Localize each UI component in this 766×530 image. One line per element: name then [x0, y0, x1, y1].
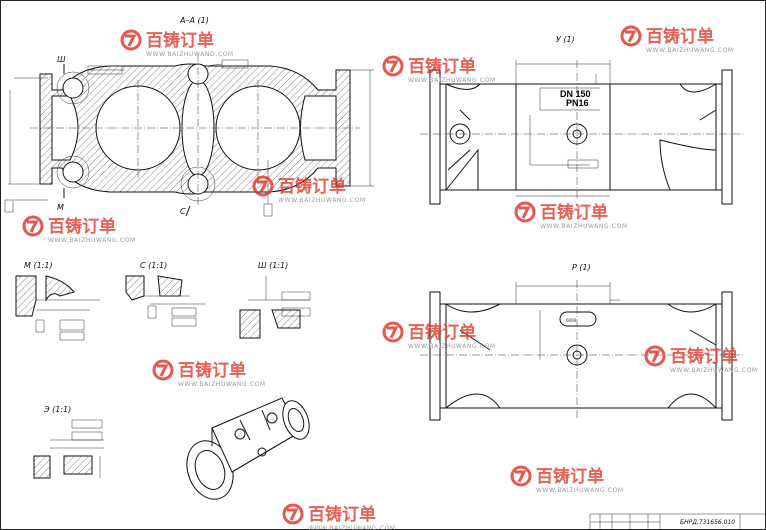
detail-s: С (1:1) — [125, 261, 206, 327]
svg-text:WWW.BAIZHUWANG.COM: WWW.BAIZHUWANG.COM — [408, 343, 496, 350]
svg-text:百铸订单: 百铸订单 — [646, 26, 714, 47]
watermark-7: 百铸订单 WWW.BAIZHUWANG.COM — [382, 321, 496, 350]
u-left-flange — [429, 69, 441, 205]
detail-e-title: Э (1:1) — [43, 405, 71, 414]
view-u: У (1) DN 150 PN16 — [420, 35, 745, 205]
watermark-5: 百铸订单 WWW.BAIZHUWANG.COM — [22, 215, 136, 244]
view-u-title: У (1) — [556, 35, 575, 44]
detail-ring-sh — [56, 71, 90, 105]
svg-text:百铸订单: 百铸订单 — [536, 466, 604, 487]
svg-text:WWW.BAIZHUWANG.COM: WWW.BAIZHUWANG.COM — [536, 487, 624, 494]
section-aa-view: A–A (1) — [4, 16, 374, 217]
detail-ring-m — [56, 155, 90, 189]
r-marking-pad — [559, 311, 597, 327]
svg-text:百铸订单: 百铸订单 — [540, 202, 608, 223]
detail-m-title: М (1:1) — [24, 261, 53, 270]
svg-text:WWW.BAIZHUWANG.COM: WWW.BAIZHUWANG.COM — [670, 367, 758, 374]
svg-text:百铸订单: 百铸订单 — [308, 504, 376, 525]
svg-text:百铸订单: 百铸订单 — [278, 176, 346, 197]
view-r-title: Р (1) — [572, 263, 591, 272]
watermark-3: 百铸订单 WWW.BAIZHUWANG.COM — [382, 55, 496, 84]
svg-text:WWW.BAIZHUWANG.COM: WWW.BAIZHUWANG.COM — [178, 381, 266, 388]
bore-top-left — [62, 77, 84, 99]
watermark-6: 百铸订单 WWW.BAIZHUWANG.COM — [514, 201, 628, 230]
isometric-view — [186, 397, 310, 500]
section-aa-title: A–A (1) — [179, 16, 209, 25]
detail-s-title: С (1:1) — [140, 261, 167, 270]
svg-text:WWW.BAIZHUWANG.COM: WWW.BAIZHUWANG.COM — [646, 47, 734, 54]
left-bore — [51, 95, 79, 161]
watermark-4: 百铸订单 WWW.BAIZHUWANG.COM — [252, 175, 366, 204]
title-block: БНРД.731656.010 — [589, 513, 766, 530]
watermark-11: 百铸订单 WWW.BAIZHUWANG.COM — [282, 503, 396, 530]
watermark-9: 百铸订单 WWW.BAIZHUWANG.COM — [644, 345, 758, 374]
svg-text:百铸订单: 百铸订单 — [670, 346, 738, 367]
watermark-1: 百铸订单 WWW.BAIZHUWANG.COM — [120, 29, 234, 58]
nameplate-dn: DN 150 — [560, 89, 591, 99]
callout-sh: Ш — [57, 55, 66, 64]
callout-s: С — [180, 207, 186, 216]
svg-text:WWW.BAIZHUWANG.COM: WWW.BAIZHUWANG.COM — [278, 197, 366, 204]
svg-text:百铸订单: 百铸订单 — [48, 216, 116, 237]
svg-text:百铸订单: 百铸订单 — [178, 360, 246, 381]
watermark-2: 百铸订单 WWW.BAIZHUWANG.COM — [620, 25, 734, 54]
detail-sh-title: Ш (1:1) — [258, 261, 288, 270]
svg-text:百铸订单: 百铸订单 — [408, 56, 476, 77]
svg-text:WWW.BAIZHUWANG.COM: WWW.BAIZHUWANG.COM — [408, 77, 496, 84]
bore-bottom-left — [62, 161, 84, 183]
doc-number: БНРД.731656.010 — [680, 519, 735, 526]
u-right-flange — [721, 69, 733, 205]
callout-m: М — [57, 203, 64, 212]
r-left-flange — [429, 291, 441, 421]
svg-text:0000: 0000 — [566, 318, 577, 323]
svg-text:百铸订单: 百铸订单 — [408, 322, 476, 343]
svg-text:WWW.BAIZHUWANG.COM: WWW.BAIZHUWANG.COM — [540, 223, 628, 230]
watermark-8: 百铸订单 WWW.BAIZHUWANG.COM — [152, 359, 266, 388]
detail-e: Э (1:1) — [33, 405, 104, 479]
detail-m: М (1:1) — [15, 261, 100, 341]
view-r: Р (1) 0000 — [420, 263, 745, 421]
svg-text:百铸订单: 百铸订单 — [146, 30, 214, 51]
svg-text:WWW.BAIZHUWANG.COM: WWW.BAIZHUWANG.COM — [48, 237, 136, 244]
detail-sh: Ш (1:1) — [239, 261, 311, 339]
svg-text:WWW.BAIZHUWANG.COM: WWW.BAIZHUWANG.COM — [308, 525, 396, 530]
watermark-10: 百铸订单 WWW.BAIZHUWANG.COM — [510, 465, 624, 494]
nameplate-pn: PN16 — [566, 98, 589, 108]
svg-text:WWW.BAIZHUWANG.COM: WWW.BAIZHUWANG.COM — [146, 51, 234, 58]
